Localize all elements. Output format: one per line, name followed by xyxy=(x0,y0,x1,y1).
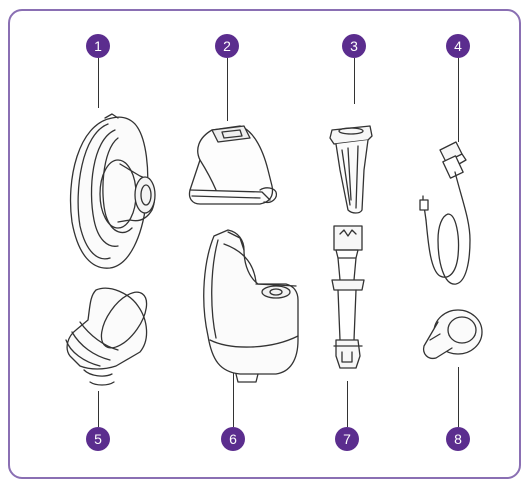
milk-collector-illustration xyxy=(204,230,298,382)
usb-cable-illustration xyxy=(420,142,470,284)
strap-illustration xyxy=(332,226,364,368)
parts-illustration xyxy=(0,0,531,462)
flange-insert-illustration xyxy=(66,285,155,385)
pump-motor-illustration xyxy=(189,126,276,204)
nipple-adapter-illustration xyxy=(424,310,482,358)
breast-shield-illustration xyxy=(71,114,155,268)
valve-illustration xyxy=(330,126,372,213)
